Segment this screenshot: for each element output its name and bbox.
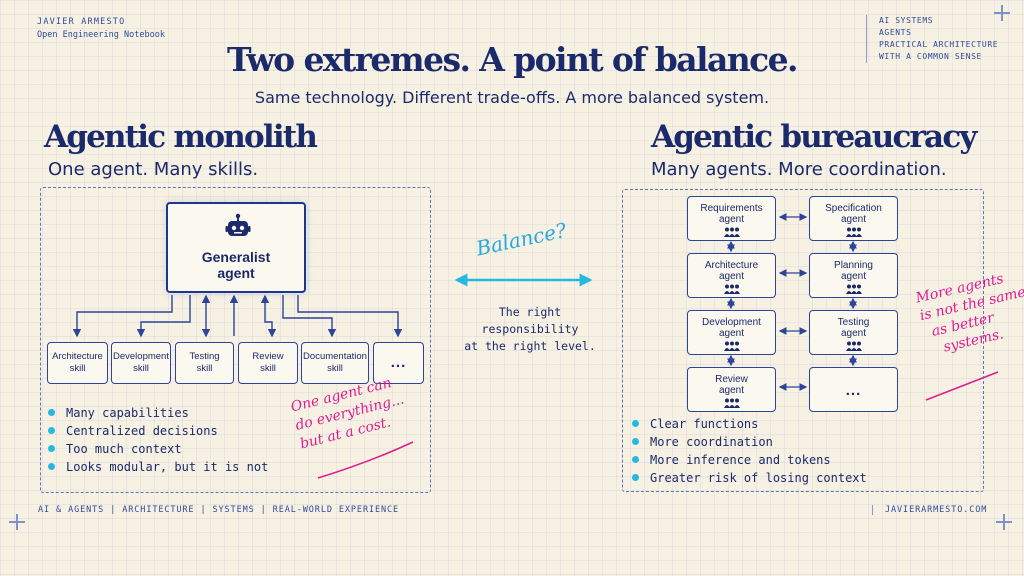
bullet-item: Many capabilities <box>48 404 268 422</box>
crosshair-icon <box>9 514 25 530</box>
agent-label: Planning <box>834 259 873 271</box>
monolith-title: Agentic monolith <box>44 119 318 155</box>
generalist-label: agent <box>217 265 255 281</box>
bureaucracy-bullets: Clear functions More coordination More i… <box>632 415 867 487</box>
skill-label: Development <box>113 351 169 362</box>
monolith-panel <box>40 187 431 493</box>
balance-line: The right <box>498 305 562 319</box>
skill-label: skill <box>327 363 343 374</box>
robot-icon <box>225 213 251 236</box>
author-name: JAVIER ARMESTO <box>37 17 126 27</box>
skill-box: Testing skill <box>175 342 234 384</box>
skill-box: Architecture skill <box>47 342 108 384</box>
page-subtitle: Same technology. Different trade-offs. A… <box>254 88 770 107</box>
author-subtitle: Open Engineering Notebook <box>37 30 165 40</box>
agent-label: agent <box>840 213 867 225</box>
footer-website: JAVIERARMESTO.COM <box>872 505 987 515</box>
agent-label: Architecture <box>704 259 759 271</box>
bureaucracy-title: Agentic bureaucracy <box>651 119 977 155</box>
monolith-bullets: Many capabilities Centralized decisions … <box>48 404 268 476</box>
people-icon <box>723 341 740 351</box>
balance-label: Balance? <box>474 217 569 261</box>
bureaucracy-subtitle: Many agents. More coordination. <box>651 159 947 180</box>
bullet-item: More inference and tokens <box>632 451 867 469</box>
agent-label: Requirements <box>700 202 763 214</box>
people-icon <box>845 284 862 294</box>
agent-label: agent <box>840 327 867 339</box>
bullet-item: Clear functions <box>632 415 867 433</box>
skill-label: Testing <box>189 351 220 362</box>
skill-label: skill <box>133 363 149 374</box>
footer-topics: AI & AGENTS | ARCHITECTURE | SYSTEMS | R… <box>38 505 400 515</box>
agent-label: Testing <box>837 316 870 328</box>
topic-tag: PRACTICAL ARCHITECTURE <box>879 40 999 49</box>
skill-label: skill <box>260 363 276 374</box>
balance-line: at the right level. <box>464 339 596 353</box>
skill-box: Documentation skill <box>301 342 369 384</box>
generalist-label: Generalist <box>201 249 271 265</box>
people-icon <box>723 398 740 408</box>
balance-text: The right responsibility at the right le… <box>440 304 620 355</box>
bullet-item: Looks modular, but it is not <box>48 458 268 476</box>
topic-tag: WITH A COMMON SENSE <box>879 52 982 61</box>
agent-label: agent <box>718 270 745 282</box>
agent-label: Development <box>702 316 761 328</box>
skill-box: Development skill <box>111 342 171 384</box>
bullet-item: More coordination <box>632 433 867 451</box>
agent-box: Development agent <box>687 310 776 355</box>
people-icon <box>845 341 862 351</box>
monolith-subtitle: One agent. Many skills. <box>48 159 259 180</box>
people-icon <box>723 227 740 237</box>
people-icon <box>845 227 862 237</box>
more-ellipsis: ... <box>390 354 407 371</box>
agent-box: Testing agent <box>809 310 898 355</box>
skill-box: Review skill <box>238 342 298 384</box>
balance-line: responsibility <box>481 322 579 336</box>
agent-box: Specification agent <box>809 196 898 241</box>
agent-label: Specification <box>825 202 882 214</box>
agent-box: Review agent <box>687 367 776 412</box>
agent-box: Requirements agent <box>687 196 776 241</box>
more-ellipsis: ... <box>845 382 862 399</box>
page-title: Two extremes. A point of balance. <box>227 40 798 79</box>
bullet-item: Centralized decisions <box>48 422 268 440</box>
agent-box: Planning agent <box>809 253 898 298</box>
skill-label: skill <box>69 363 86 374</box>
skill-box-more: ... <box>373 342 424 384</box>
bullet-item: Too much context <box>48 440 268 458</box>
topic-tag: AI SYSTEMS <box>879 16 934 25</box>
generalist-agent-box: Generalist agent <box>166 202 306 293</box>
people-icon <box>723 284 740 294</box>
agent-label: agent <box>718 384 745 396</box>
bullet-item: Greater risk of losing context <box>632 469 867 487</box>
agent-label: Review <box>715 373 748 385</box>
agent-box: Architecture agent <box>687 253 776 298</box>
agent-label: agent <box>718 213 745 225</box>
skill-label: Architecture <box>52 351 103 362</box>
topic-tags: AI SYSTEMS AGENTS PRACTICAL ARCHITECTURE… <box>866 15 998 63</box>
crosshair-icon <box>996 514 1012 530</box>
skill-label: Review <box>252 351 284 362</box>
agent-box-more: ... <box>809 367 898 412</box>
skill-label: skill <box>196 363 213 374</box>
crosshair-icon <box>994 5 1010 21</box>
agent-label: agent <box>718 327 745 339</box>
bureaucracy-panel <box>622 189 984 492</box>
agent-label: agent <box>840 270 867 282</box>
skill-label: Documentation <box>303 351 367 362</box>
topic-tag: AGENTS <box>879 28 912 37</box>
